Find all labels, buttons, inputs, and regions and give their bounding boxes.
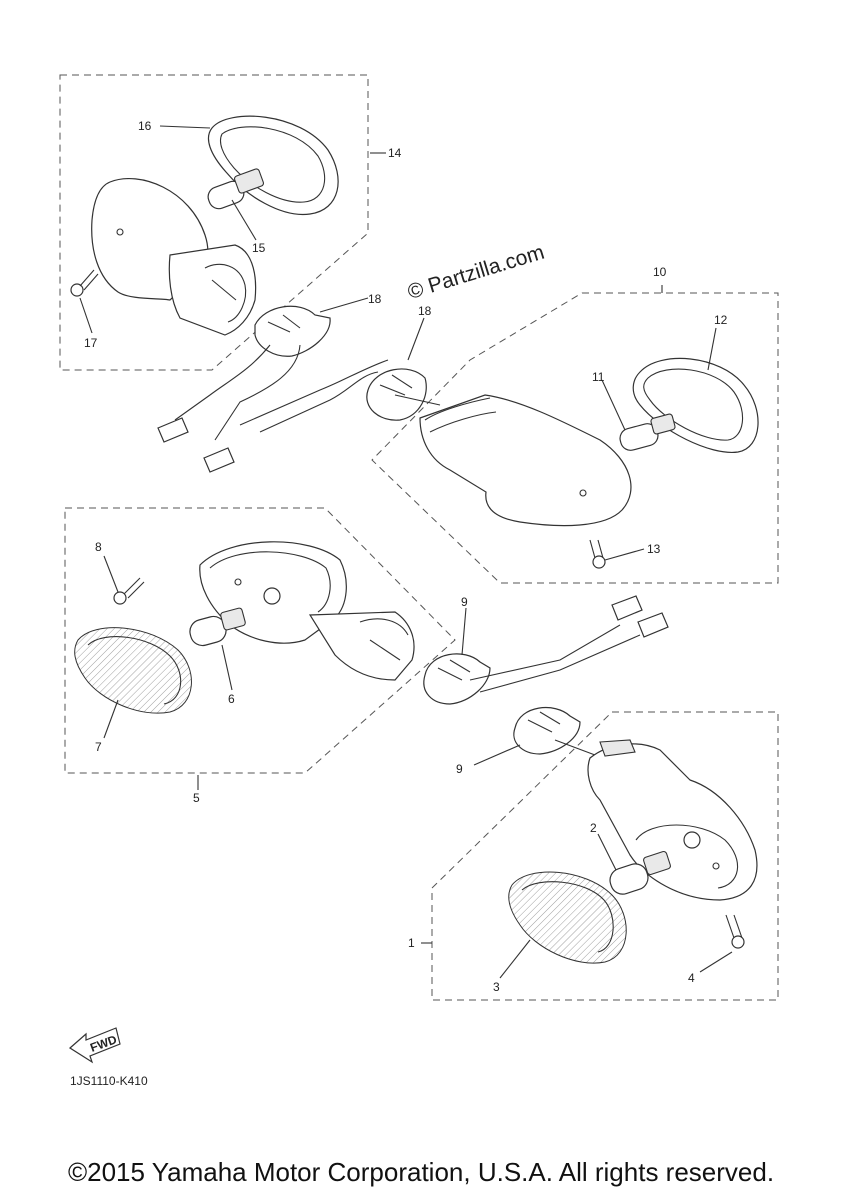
callout-16: 16	[138, 119, 152, 133]
assembly-5	[64, 507, 669, 774]
fwd-arrow-icon: FWD	[69, 1027, 121, 1064]
callout-14: 14	[388, 146, 402, 160]
grommet-9-lower	[513, 707, 581, 755]
callout-9-lower: 9	[456, 762, 463, 776]
screw-4	[725, 914, 745, 949]
figure-code: 1JS1110-K410	[70, 1074, 148, 1088]
lens-3	[508, 871, 627, 964]
lens-16	[207, 115, 339, 216]
callout-10: 10	[653, 265, 667, 279]
housing-1	[587, 743, 758, 901]
assembly-1	[431, 707, 779, 1001]
assembly-14	[59, 74, 369, 473]
assembly-14-boundary	[59, 74, 369, 371]
callout-3: 3	[493, 980, 500, 994]
callout-12: 12	[714, 313, 728, 327]
callout-4: 4	[688, 971, 695, 985]
callout-11: 11	[592, 370, 605, 384]
assembly-10	[239, 292, 779, 584]
callout-17: 17	[84, 336, 98, 350]
fwd-label: FWD	[88, 1032, 119, 1055]
grommet-9-upper	[423, 653, 491, 705]
copyright-footer: ©2015 Yamaha Motor Corporation, U.S.A. A…	[67, 1157, 775, 1187]
grommet-18-right	[366, 368, 427, 421]
callout-1: 1	[408, 936, 415, 950]
callout-labels: 16 14 15 17 18 18 10 12 11 13 8 6 7 5 9 …	[84, 119, 728, 994]
housing-10	[419, 394, 632, 527]
callout-8: 8	[95, 540, 102, 554]
leader-lines	[79, 125, 733, 979]
screw-8	[113, 577, 145, 605]
assembly-10-boundary	[371, 292, 779, 584]
callout-2: 2	[590, 821, 597, 835]
callout-13: 13	[647, 542, 661, 556]
bulb-2	[609, 863, 649, 895]
callout-6: 6	[228, 692, 235, 706]
callout-9-upper: 9	[461, 595, 468, 609]
screw-17	[70, 269, 99, 297]
callout-5: 5	[193, 791, 200, 805]
callout-18-right: 18	[418, 304, 432, 318]
assembly-5-boundary	[64, 507, 456, 774]
lens-12	[632, 357, 759, 453]
callout-18-left: 18	[368, 292, 382, 306]
assembly-1-boundary	[431, 711, 779, 1001]
lens-7	[74, 627, 192, 714]
screw-13	[589, 539, 606, 569]
callout-7: 7	[95, 740, 102, 754]
callout-15: 15	[252, 241, 266, 255]
